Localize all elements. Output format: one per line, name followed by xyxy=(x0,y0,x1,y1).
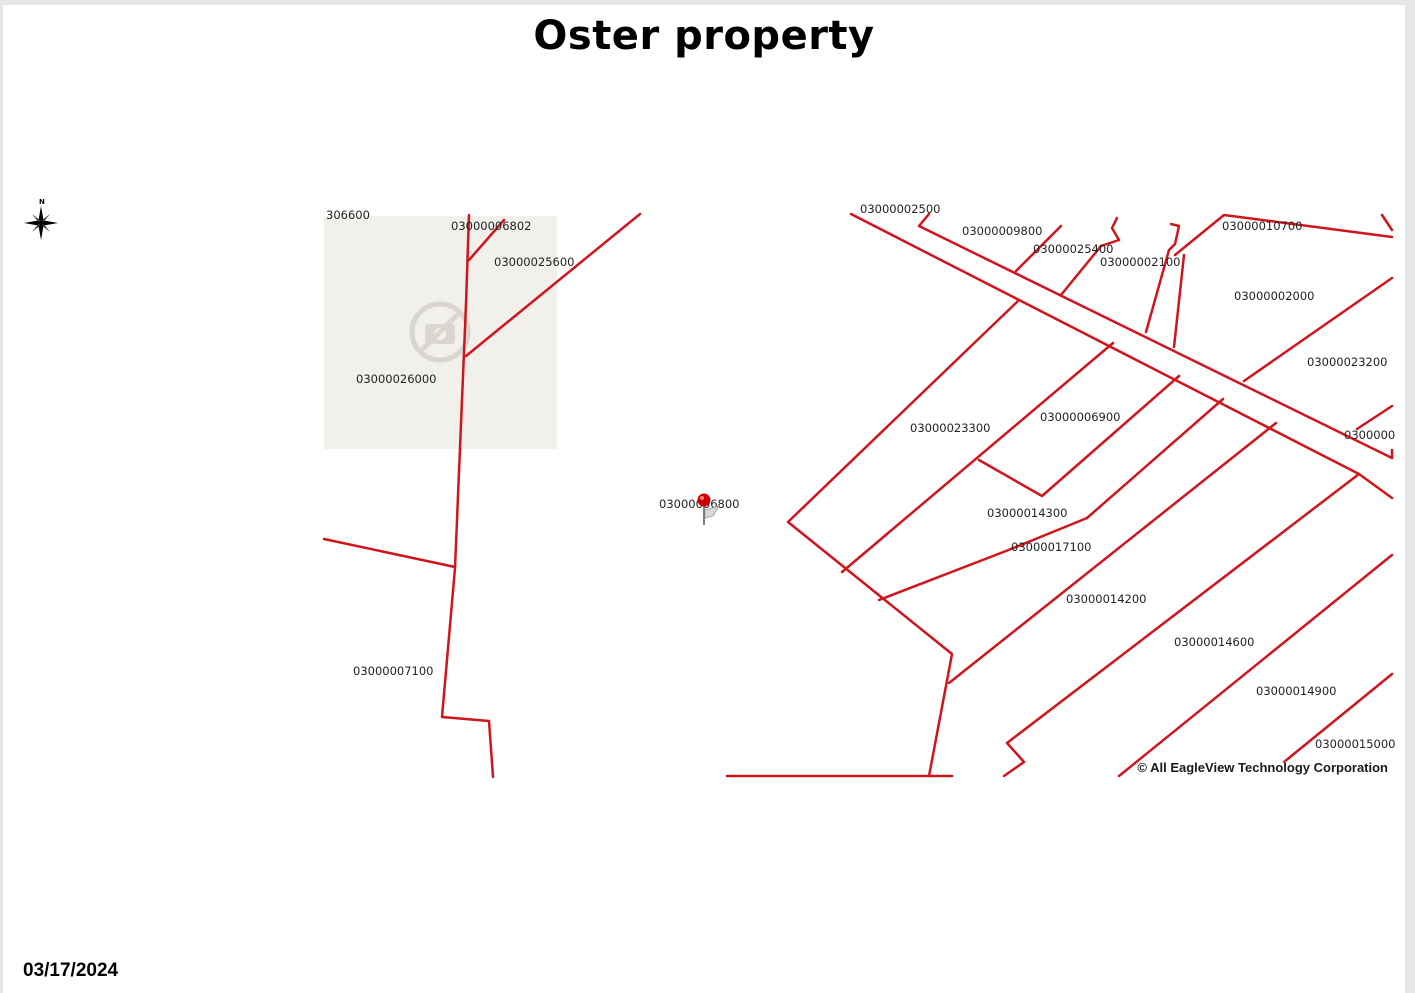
parcel-label: 306600 xyxy=(326,208,370,222)
location-pin-icon[interactable] xyxy=(693,492,723,528)
parcel-label: 03000006900 xyxy=(1040,410,1121,424)
parcel-label: 03000025400 xyxy=(1033,242,1114,256)
parcel-label: 03000006802 xyxy=(451,219,532,233)
parcel-label: 03000023200 xyxy=(1307,355,1388,369)
compass-rose-icon: N xyxy=(18,193,68,257)
parcel-label: 03000014300 xyxy=(987,506,1068,520)
no-image-icon xyxy=(409,301,471,363)
print-date: 03/17/2024 xyxy=(23,960,119,981)
parcel-boundaries xyxy=(322,212,1394,779)
parcel-label: 03000002500 xyxy=(860,202,941,216)
parcel-label: 03000014900 xyxy=(1256,684,1337,698)
missing-map-tile xyxy=(324,216,557,449)
parcel-label: 03000025600 xyxy=(494,255,575,269)
compass-north-label: N xyxy=(39,198,45,206)
page-title: Oster property xyxy=(533,13,875,59)
parcel-label: 03000017100 xyxy=(1011,540,1092,554)
parcel-label: 03000007100 xyxy=(353,664,434,678)
parcel-label: 03000015000 xyxy=(1315,737,1396,751)
parcel-label: 03000002000 xyxy=(1234,289,1315,303)
parcel-label: 0300000 xyxy=(1344,428,1396,442)
parcel-map[interactable]: 306600 03000006802 03000025600 030000260… xyxy=(322,203,1396,779)
parcel-label: 03000010700 xyxy=(1222,219,1303,233)
parcel-label: 03000014600 xyxy=(1174,635,1255,649)
print-page: Oster property N xyxy=(3,5,1405,993)
map-copyright: © All EagleView Technology Corporation xyxy=(1137,760,1388,775)
parcel-label: 03000009800 xyxy=(962,224,1043,238)
parcel-label: 03000002100 xyxy=(1100,255,1181,269)
parcel-label: 03000026000 xyxy=(356,372,437,386)
parcel-label: 03000023300 xyxy=(910,421,991,435)
parcel-label: 03000014200 xyxy=(1066,592,1147,606)
